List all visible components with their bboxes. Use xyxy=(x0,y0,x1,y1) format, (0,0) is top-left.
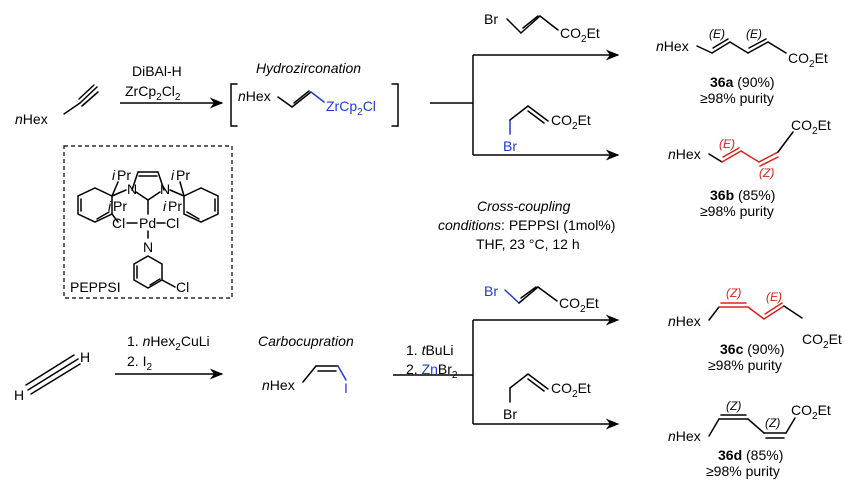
svg-text:CO2Et: CO2Et xyxy=(560,25,600,45)
product-36b-structure: nHex (E) (Z) CO2Et 36b (85%) ≥98% purity xyxy=(668,117,831,219)
svg-text:Cl: Cl xyxy=(112,215,125,231)
svg-text:Pr: Pr xyxy=(176,167,190,183)
product-36a-structure: nHex (E) (E) CO2Et 36a (90%) ≥98% purity xyxy=(656,27,828,106)
svg-text:(E): (E) xyxy=(719,137,735,151)
product-36d-label: 36d (85%) xyxy=(718,447,783,463)
title-hydrozirconation: Hydrozirconation xyxy=(256,60,361,76)
branch-bottom: 1. tBuLi 2. ZnBr2 xyxy=(393,314,620,430)
acetylene-structure: H H xyxy=(14,349,90,403)
svg-text:(Z): (Z) xyxy=(765,416,780,430)
svg-text:N: N xyxy=(143,239,153,255)
svg-text:CO2Et: CO2Et xyxy=(791,117,831,137)
z-bromoacrylate-bottom: CO2Et Br xyxy=(503,373,591,422)
z-bromoacrylate-top: CO2Et Br xyxy=(503,105,591,154)
svg-text:nHex: nHex xyxy=(262,377,295,393)
svg-text:nHex: nHex xyxy=(238,88,271,104)
svg-text:(E): (E) xyxy=(709,27,725,41)
reagent-zrcp2cl2: ZrCp2Cl2 xyxy=(125,83,181,103)
svg-text:conditions: PEPPSI (1mol%): conditions: PEPPSI (1mol%) xyxy=(438,217,615,233)
svg-text:nHex: nHex xyxy=(656,38,689,54)
svg-text:Br: Br xyxy=(484,11,498,27)
svg-text:(E): (E) xyxy=(746,27,762,41)
svg-text:I: I xyxy=(344,380,348,396)
svg-text:H: H xyxy=(14,387,24,403)
zrcp2cl-label: ZrCp2Cl xyxy=(326,98,376,118)
reagent-dibalh: DiBAl-H xyxy=(132,63,182,79)
svg-text:(Z): (Z) xyxy=(726,399,741,413)
vinylzirconium-intermediate: Hydrozirconation nHex ZrCp2Cl xyxy=(230,60,399,127)
product-36b-purity: ≥98% purity xyxy=(700,203,774,219)
svg-text:(Z): (Z) xyxy=(759,166,774,180)
product-36b-label: 36b (85%) xyxy=(710,187,775,203)
svg-text:CO2Et: CO2Et xyxy=(802,331,842,351)
svg-text:N: N xyxy=(160,181,170,197)
svg-text:H: H xyxy=(80,349,90,365)
svg-text:CO2Et: CO2Et xyxy=(551,380,591,400)
octyne-structure: nHex xyxy=(15,84,99,127)
product-36c-structure: nHex (Z) (E) CO2Et 36c (90%) ≥98% purity xyxy=(668,286,842,373)
product-36d-structure: nHex (Z) (Z) CO2Et 36d (85%) ≥98% purity xyxy=(668,399,831,479)
svg-text:Pr: Pr xyxy=(117,167,131,183)
peppsi-catalyst: N N i Pr i Pr i Pr i Pr Pd Cl Cl N xyxy=(63,145,233,299)
svg-text:Pd: Pd xyxy=(139,215,156,231)
svg-text:2. ZnBr2: 2. ZnBr2 xyxy=(406,361,458,381)
svg-text:Br: Br xyxy=(484,283,498,299)
n-prefix: n xyxy=(15,111,23,127)
peppsi-label: PEPPSI xyxy=(70,279,121,295)
svg-text:2. I2: 2. I2 xyxy=(127,353,152,373)
svg-text:CO2Et: CO2Et xyxy=(788,50,828,70)
svg-text:nHex: nHex xyxy=(668,146,701,162)
svg-text:1. nHex2CuLi: 1. nHex2CuLi xyxy=(127,333,210,353)
svg-text:nHex: nHex xyxy=(15,111,48,127)
vinyliodide-intermediate: Carbocupration nHex I xyxy=(258,333,354,396)
svg-text:(E): (E) xyxy=(766,290,782,304)
svg-text:nHex: nHex xyxy=(668,313,701,329)
svg-text:THF, 23 °C, 12 h: THF, 23 °C, 12 h xyxy=(476,236,580,252)
svg-text:Cl: Cl xyxy=(176,279,189,295)
svg-text:Pr: Pr xyxy=(113,198,127,214)
cross-coupling-conditions: Cross-coupling conditions: PEPPSI (1mol%… xyxy=(438,198,615,252)
svg-text:Cross-coupling: Cross-coupling xyxy=(477,198,571,214)
hydrozirconation-reagents: DiBAl-H ZrCp2Cl2 xyxy=(120,63,224,109)
svg-text:CO2Et: CO2Et xyxy=(551,112,591,132)
svg-text:N: N xyxy=(127,181,137,197)
svg-text:Cl: Cl xyxy=(166,215,179,231)
product-36a-purity: ≥98% purity xyxy=(700,90,774,106)
svg-text:1. tBuLi: 1. tBuLi xyxy=(406,342,454,358)
svg-text:i: i xyxy=(108,198,112,214)
product-36c-purity: ≥98% purity xyxy=(708,357,782,373)
hex-label: Hex xyxy=(23,111,48,127)
product-36a-label: 36a (90%) xyxy=(710,74,775,90)
svg-text:Br: Br xyxy=(503,406,517,422)
svg-text:Br: Br xyxy=(503,138,517,154)
e-bromoacrylate-top: Br CO2Et xyxy=(484,11,600,45)
svg-text:CO2Et: CO2Et xyxy=(559,295,599,315)
product-36d-purity: ≥98% purity xyxy=(706,463,780,479)
e-bromoacrylate-bottom: Br CO2Et xyxy=(484,283,599,315)
svg-text:i: i xyxy=(163,198,167,214)
svg-text:i: i xyxy=(112,167,116,183)
svg-text:Carbocupration: Carbocupration xyxy=(258,333,354,349)
carbocupration-reagents: 1. nHex2CuLi 2. I2 xyxy=(115,333,224,380)
svg-text:CO2Et: CO2Et xyxy=(791,402,831,422)
svg-text:Pr: Pr xyxy=(168,198,182,214)
svg-text:i: i xyxy=(171,167,175,183)
svg-text:(Z): (Z) xyxy=(726,286,741,300)
branch-top xyxy=(430,49,620,161)
svg-text:nHex: nHex xyxy=(668,428,701,444)
product-36c-label: 36c (90%) xyxy=(720,341,785,357)
